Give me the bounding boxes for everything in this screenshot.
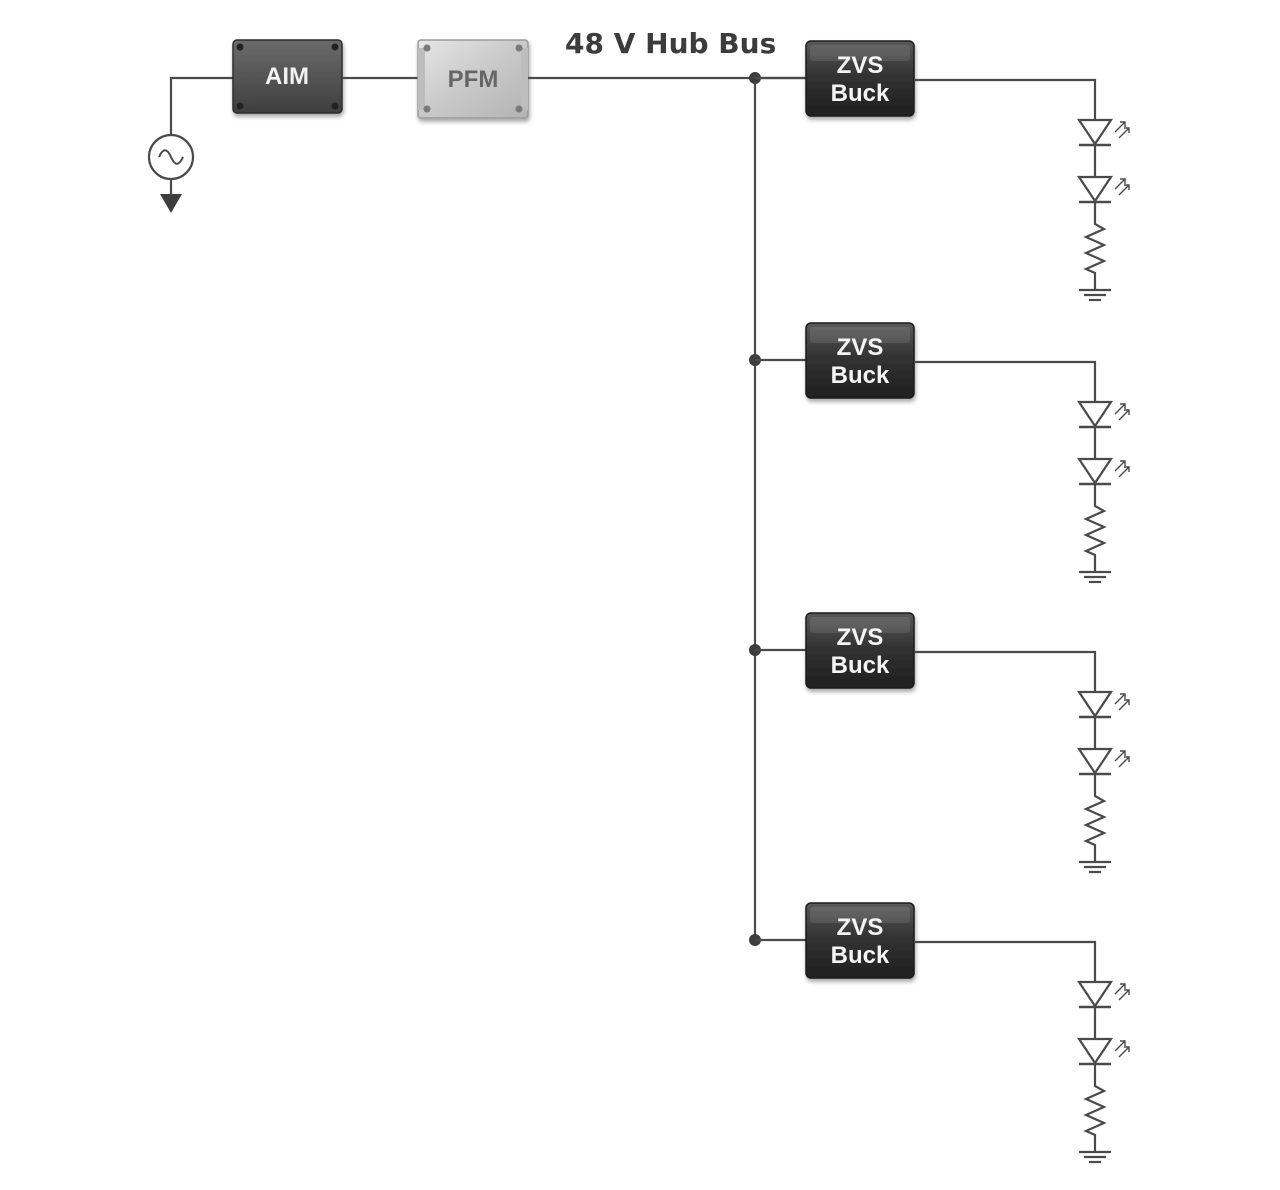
aim-module: [232, 39, 343, 114]
zvs-buck-module-4: [805, 902, 915, 979]
led-icon: [1076, 457, 1130, 486]
buck-label-line2: Buck: [831, 362, 890, 389]
buck-label-line2: Buck: [831, 80, 890, 107]
ground-icon: [1079, 1150, 1111, 1164]
led-icon: [1076, 175, 1130, 204]
led-icon: [1076, 980, 1130, 1009]
led-icon: [1076, 118, 1130, 147]
ground-icon: [1079, 288, 1111, 302]
pfm-label: PFM: [448, 66, 499, 93]
zvs-buck-module-2: [805, 322, 915, 399]
buck-label-line1: ZVS: [837, 914, 884, 941]
led-icon: [1076, 1037, 1130, 1066]
zvs-buck-module-3: [805, 612, 915, 689]
buck-label-line1: ZVS: [837, 334, 884, 361]
hub-bus-wiring: [528, 76, 808, 941]
ground-icon: [1079, 570, 1111, 584]
zvs-buck-module-1: [805, 40, 915, 117]
ground-icon: [1079, 860, 1111, 874]
buck-label-line1: ZVS: [837, 624, 884, 651]
led-icon: [1076, 690, 1130, 719]
pfm-module: [417, 39, 529, 119]
led-icon: [1076, 747, 1130, 776]
resistor-icon: [1083, 1064, 1107, 1152]
bus-label: 48 V Hub Bus: [565, 27, 776, 60]
buck-label-line1: ZVS: [837, 52, 884, 79]
buck-label-line2: Buck: [831, 652, 890, 679]
resistor-icon: [1083, 774, 1107, 862]
resistor-icon: [1083, 202, 1107, 290]
resistor-icon: [1083, 484, 1107, 572]
ac-source-icon: [147, 76, 236, 213]
buck-label-line2: Buck: [831, 942, 890, 969]
aim-label: AIM: [265, 63, 309, 90]
led-icon: [1076, 400, 1130, 429]
